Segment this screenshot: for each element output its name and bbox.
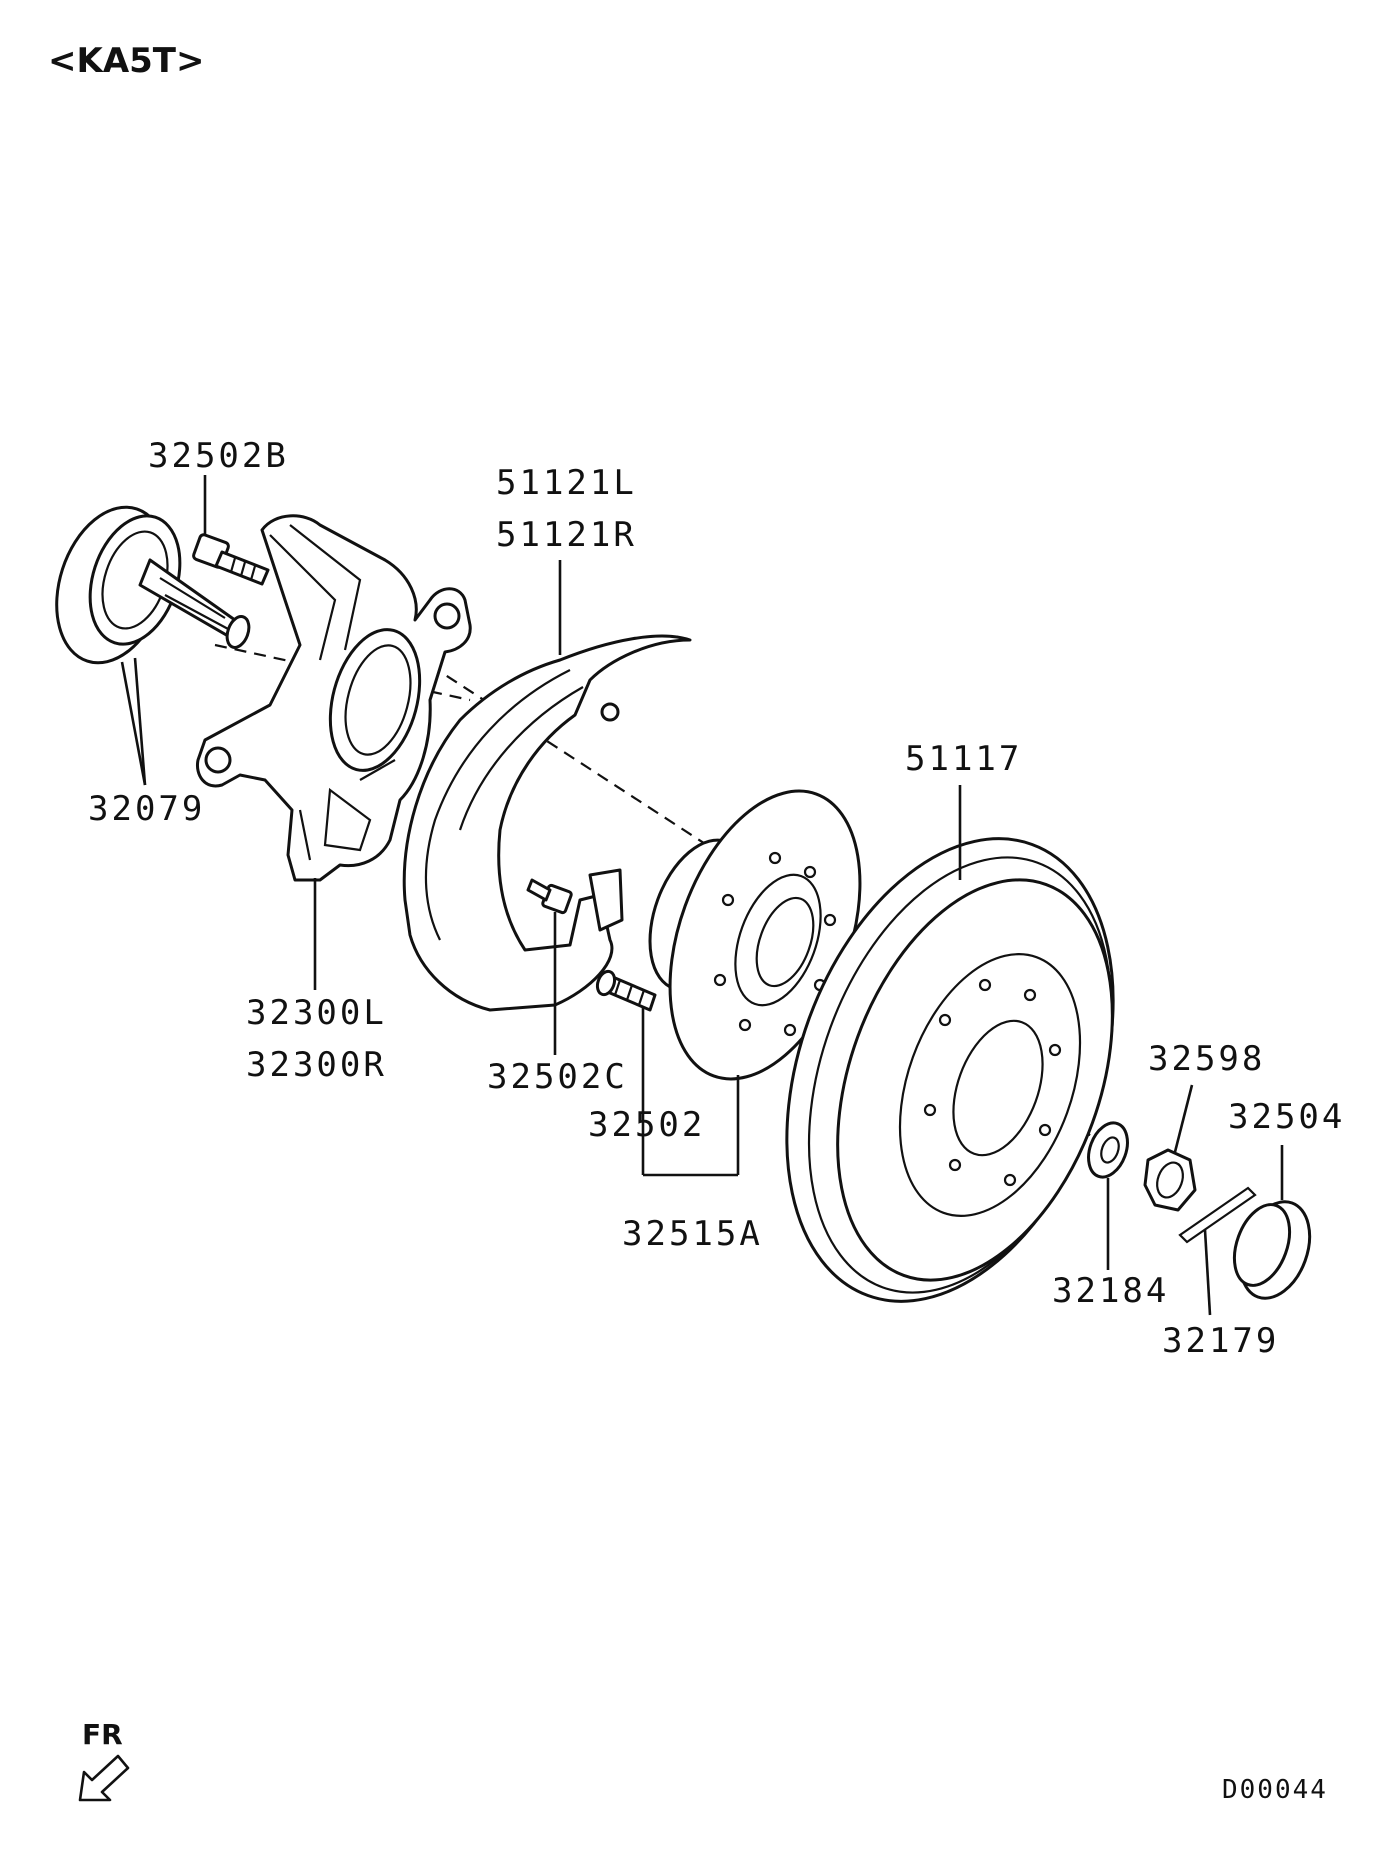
callout-32502: 32502 — [588, 1105, 705, 1145]
callout-51121R: 51121R — [496, 515, 637, 555]
steering-knuckle-part — [195, 514, 472, 882]
callout-51121L: 51121L — [496, 463, 637, 503]
callout-32598: 32598 — [1148, 1039, 1265, 1079]
callout-32515A: 32515A — [622, 1214, 763, 1254]
callout-32502B: 32502B — [148, 436, 289, 476]
dust-cover-bolt-part — [526, 878, 573, 915]
callout-32184: 32184 — [1052, 1271, 1169, 1311]
callout-32079: 32079 — [88, 789, 205, 829]
dust-cover-part — [402, 634, 692, 1012]
hub-bolt-part — [595, 969, 657, 1012]
direction-label: FR — [82, 1718, 123, 1751]
callout-32504: 32504 — [1228, 1097, 1345, 1137]
diagram-code: D00044 — [1222, 1775, 1328, 1805]
leader-lines — [120, 475, 1284, 1316]
callout-32300R: 32300R — [246, 1045, 387, 1085]
callout-32300L: 32300L — [246, 993, 387, 1033]
knuckle-bolt-part — [192, 533, 270, 586]
callout-51117: 51117 — [905, 739, 1022, 779]
washer-part — [1087, 1121, 1129, 1179]
hub-cap-part — [1232, 1200, 1312, 1300]
model-code: <KA5T> — [48, 41, 205, 81]
front-direction-indicator: FR — [78, 1718, 130, 1802]
callout-labels: 32502B 51121L 51121R 32079 51117 32300L … — [88, 436, 1345, 1361]
callout-32179: 32179 — [1162, 1321, 1279, 1361]
brake-disc-part — [785, 837, 1115, 1303]
front-arrow-icon — [78, 1754, 130, 1802]
castle-nut-part — [1143, 1148, 1197, 1212]
cotter-pin-part — [1178, 1186, 1257, 1244]
drive-shaft-seal-part — [55, 505, 251, 665]
callout-32502C: 32502C — [487, 1057, 628, 1097]
